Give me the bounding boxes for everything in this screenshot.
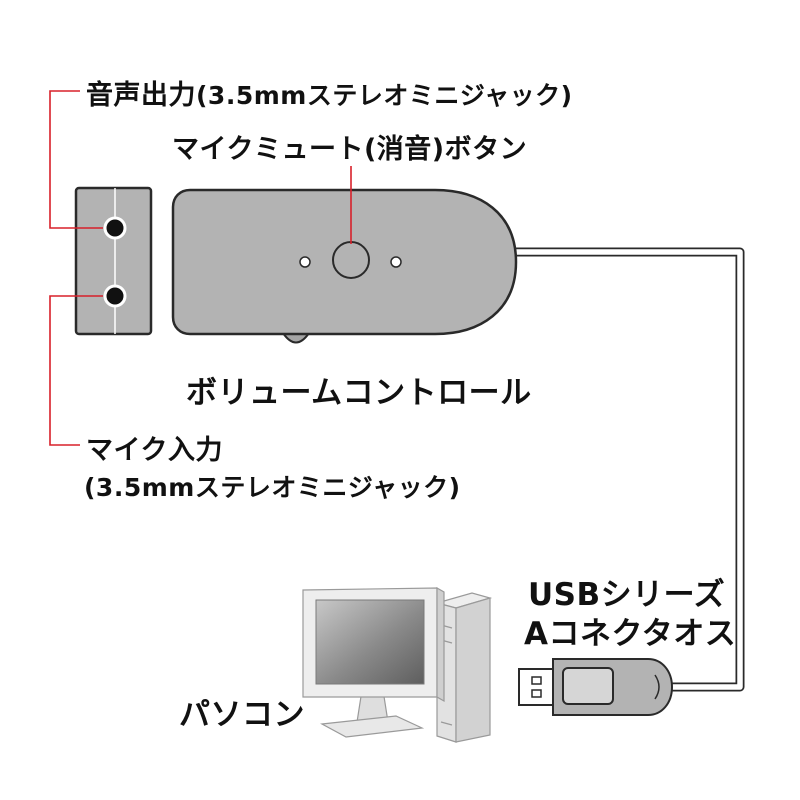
mic-in-detail: (3.5mmステレオミニジャック) — [84, 473, 461, 502]
pc-label: パソコン — [179, 697, 305, 733]
led-right — [390, 256, 402, 268]
mic-mute-button — [332, 241, 370, 279]
device-body — [171, 188, 518, 336]
mic-in-label: マイク入力 — [86, 435, 223, 466]
leader-audio-out — [49, 90, 103, 229]
usb-label-line2: Aコネクタオス — [524, 616, 737, 652]
monitor-screen — [315, 599, 425, 685]
audio-out-title: 音声出力 — [86, 80, 196, 111]
leader-lines — [49, 90, 352, 446]
jack-panel — [74, 186, 153, 336]
audio-out-jack — [103, 216, 127, 240]
audio-out-label: 音声出力(3.5mmステレオミニジャック) — [86, 73, 573, 112]
usb-a-plug — [518, 658, 674, 716]
volume-label: ボリュームコントロール — [186, 375, 532, 411]
leader-mic-in — [49, 295, 103, 446]
usb-label-line1: USBシリーズ — [528, 577, 726, 613]
mic-mute-label: マイクミュート(消音)ボタン — [172, 134, 528, 165]
audio-out-detail: (3.5mmステレオミニジャック) — [196, 81, 573, 110]
mic-in-jack — [103, 284, 127, 308]
usb-cable — [508, 247, 745, 692]
led-left — [299, 256, 311, 268]
pc-illustration — [302, 586, 493, 743]
